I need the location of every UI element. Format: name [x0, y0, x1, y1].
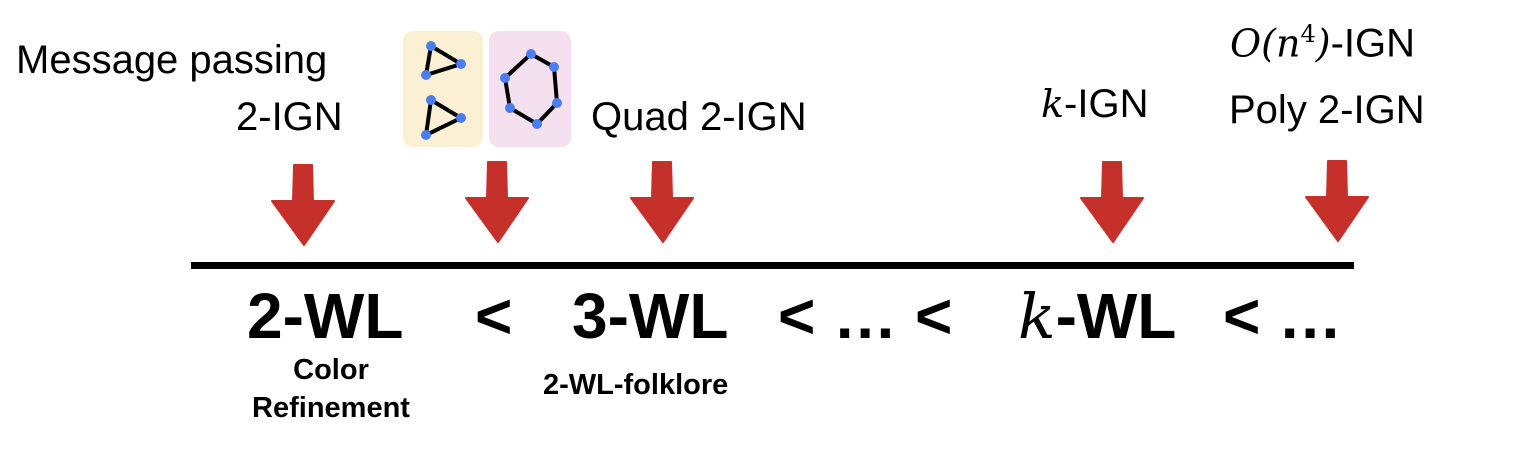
k-ign-label: k-IGN — [1041, 82, 1148, 127]
on4-suffix: ) — [1315, 21, 1331, 66]
graph-node — [549, 62, 559, 72]
graph-node — [426, 95, 436, 105]
k-wl-suffix: -WL — [1055, 280, 1177, 352]
graph-node — [500, 73, 510, 83]
graph-node — [426, 41, 436, 51]
graph-node — [456, 59, 466, 69]
poly-two-ign-label: Poly 2-IGN — [1229, 88, 1425, 132]
color-label: Color — [293, 354, 369, 386]
hexagon-box — [489, 31, 571, 147]
hexagon-graph — [500, 49, 562, 129]
three-wl-label: 3-WL — [572, 280, 729, 352]
less-than-symbol: < — [475, 280, 513, 352]
graph-node — [421, 130, 431, 140]
quad-two-ign-label: Quad 2-IGN — [591, 95, 807, 139]
k-wl-label: k-WL — [1018, 284, 1176, 348]
message-passing-label: Message passing — [16, 38, 328, 82]
arrow-down-icon — [1080, 161, 1144, 243]
triangles-box — [403, 31, 483, 147]
arrow-down-icon — [271, 164, 335, 246]
graph-node — [505, 103, 515, 113]
on4-exponent: 4 — [1300, 20, 1316, 48]
two-triangles-graph — [421, 41, 466, 140]
on4-ign-label: O(n4)-IGN — [1230, 20, 1415, 66]
k-ign-k-letter: k — [1041, 82, 1065, 126]
hierarchy-axis-line — [191, 262, 1354, 269]
on4-ign-suffix: -IGN — [1330, 21, 1415, 66]
graph-node — [421, 70, 431, 80]
arrow-down-icon — [465, 161, 529, 243]
graph-node — [526, 49, 536, 59]
lt-dots-lt-symbol: < … < — [778, 280, 953, 352]
two-ign-label: 2-IGN — [236, 95, 343, 139]
lt-dots-symbol: < … — [1223, 280, 1343, 352]
graph-node — [456, 113, 466, 123]
two-wl-label: 2-WL — [247, 280, 404, 352]
graph-node — [552, 98, 562, 108]
k-ign-suffix: -IGN — [1064, 82, 1149, 126]
color-refinement-label: Color Refinement — [232, 353, 430, 425]
k-wl-k-letter: k — [1018, 280, 1056, 353]
arrow-down-icon — [1305, 160, 1369, 242]
arrow-down-icon — [630, 161, 694, 243]
refinement-label: Refinement — [252, 392, 410, 424]
graph-node — [532, 119, 542, 129]
on4-prefix: O(n — [1230, 21, 1301, 66]
folklore-label: 2-WL-folklore — [543, 369, 729, 401]
